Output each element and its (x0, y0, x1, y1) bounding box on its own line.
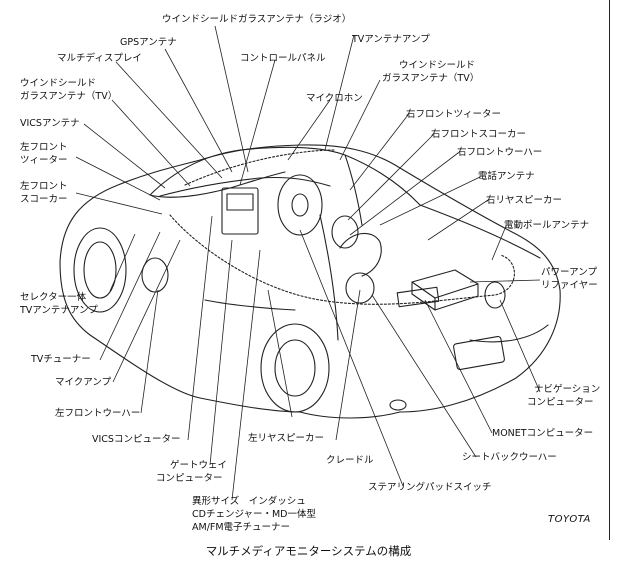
label-gateway: ゲートウェイ (170, 460, 228, 471)
label-windshield-tv-left: ウインドシールド (20, 78, 97, 89)
label-power-amp-2: リファイヤー (541, 280, 598, 291)
label-vics-antenna: VICSアンテナ (20, 118, 80, 129)
label-cradle: クレードル (326, 455, 374, 466)
label-tv-antenna-amp: TVアンテナアンプ (352, 34, 430, 45)
door-line-2 (319, 214, 339, 341)
rear-speaker-r-shape (484, 281, 506, 309)
label-mic-amp: マイクアンプ (55, 377, 112, 388)
car-roof (149, 146, 421, 206)
label-right-squawker: 右フロントスコーカー (431, 129, 527, 140)
steering-wheel (277, 174, 323, 236)
label-selector-tv-amp: セレクター一体 (20, 292, 87, 303)
rear-speaker-l-shape (345, 272, 375, 304)
label-left-tweeter-2: ツィーター (20, 155, 68, 166)
dashboard (159, 176, 331, 197)
label-gateway-2: コンピューター (156, 473, 223, 484)
rear-wheel (260, 323, 330, 413)
roof-wire (184, 149, 336, 186)
label-selector-tv-amp-2: TVアンテナアンプ (20, 305, 98, 316)
brand-mark: TOYOTA (548, 514, 591, 525)
label-left-rear-speaker: 左リヤスピーカー (248, 433, 325, 444)
label-monet-computer: MONETコンピューター (492, 428, 594, 439)
label-head-unit-3: AM/FM電子チューナー (192, 522, 291, 533)
label-multi-display: マルチディスプレイ (57, 53, 142, 64)
rear-wheel-inner (274, 339, 316, 397)
label-right-woofer: 右フロントウーハー (457, 147, 543, 158)
label-windshield-tv-left-2: ガラスアンテナ（TV） (20, 91, 118, 102)
front-wheel-inner (83, 241, 117, 299)
label-tv-tuner: TVチューナー (31, 354, 91, 365)
exhaust (389, 399, 407, 411)
label-right-rear-speaker: 右リヤスピーカー (486, 195, 563, 206)
label-windshield-tv-right: ウインドシールド (399, 60, 476, 71)
label-phone-antenna: 電話アンテナ (478, 171, 535, 182)
label-power-pole-antenna: 電動ポールアンテナ (504, 220, 590, 231)
label-left-woofer: 左フロントウーハー (55, 408, 141, 419)
label-right-tweeter: 右フロントツィーター (406, 109, 502, 120)
label-power-amp: パワーアンプ (541, 267, 597, 278)
license-plate (453, 335, 505, 371)
trunk-line (419, 204, 541, 259)
figure-caption: マルチメディアモニターシステムの構成 (205, 544, 412, 558)
rear-window (344, 154, 363, 226)
car-body-outline (59, 144, 561, 419)
front-wheel (73, 227, 127, 313)
seat (339, 232, 382, 277)
label-steering-pad-switch: ステアリングパッドスイッチ (368, 482, 492, 493)
label-gps-antenna: GPSアンテナ (120, 37, 177, 48)
label-left-tweeter: 左フロント (20, 142, 68, 153)
monet-box (396, 286, 440, 308)
frame-edge (609, 0, 610, 540)
right-woofer-shape (331, 215, 359, 249)
door-line (204, 299, 296, 311)
label-left-squawker: 左フロント (20, 181, 68, 192)
steering-hub (291, 193, 309, 217)
label-vics-computer: VICSコンピューター (92, 434, 181, 445)
left-woofer-shape (141, 257, 169, 293)
head-unit-screen (226, 193, 254, 211)
head-unit (221, 187, 259, 235)
label-left-squawker-2: スコーカー (20, 194, 68, 205)
power-amp-box (411, 269, 479, 299)
label-windshield-tv-right-2: ガラスアンテナ（TV） (382, 73, 480, 84)
label-head-unit-2: CDチェンジャー・MD一体型 (192, 509, 316, 520)
label-head-unit: 異形サイズ インダッシュ (192, 496, 306, 507)
label-windshield-radio: ウインドシールドガラスアンテナ（ラジオ） (162, 14, 352, 25)
label-control-panel: コントロールパネル (240, 53, 326, 64)
label-microphone: マイクロホン (306, 93, 363, 104)
rear-bumper (469, 324, 549, 343)
label-seatback-woofer: シートバックウーハー (462, 452, 557, 463)
label-navigation-2: コンピューター (527, 397, 594, 408)
label-navigation: ナビゲーション (534, 384, 601, 395)
